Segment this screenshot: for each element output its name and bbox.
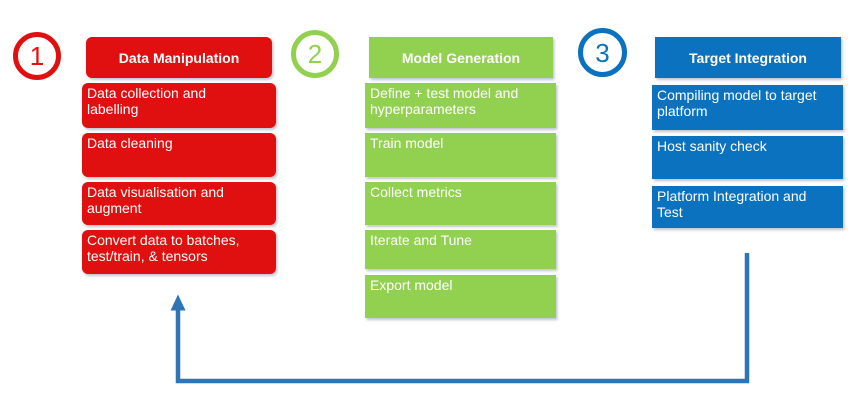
process-step-item: Export model: [365, 275, 556, 318]
process-step-item: Platform Integration and Test: [652, 186, 843, 228]
process-step-item: Convert data to batches, test/train, & t…: [82, 230, 276, 274]
step-3-badge: 3: [578, 28, 627, 77]
column-1-header: Data Manipulation: [86, 37, 272, 78]
column-2-header: Model Generation: [369, 37, 553, 78]
step-2-number: 2: [307, 39, 323, 69]
process-step-item: Data cleaning: [82, 133, 276, 177]
step-2-badge: 2: [291, 30, 339, 78]
process-step-item: Collect metrics: [365, 182, 556, 225]
process-step-item: Data collection and labelling: [82, 83, 276, 128]
process-step-item: Define + test model and hyperparameters: [365, 83, 556, 128]
step-3-number: 3: [595, 37, 610, 68]
process-step-item: Iterate and Tune: [365, 230, 556, 269]
step-1-number: 1: [29, 41, 45, 71]
column-3-header: Target Integration: [655, 37, 841, 78]
process-step-item: Host sanity check: [652, 136, 843, 179]
process-step-item: Compiling model to target platform: [652, 85, 843, 130]
process-step-item: Data visualisation and augment: [82, 182, 276, 225]
process-step-item: Train model: [365, 133, 556, 177]
step-1-badge: 1: [13, 32, 61, 80]
feedback-arrowhead: [170, 294, 186, 311]
